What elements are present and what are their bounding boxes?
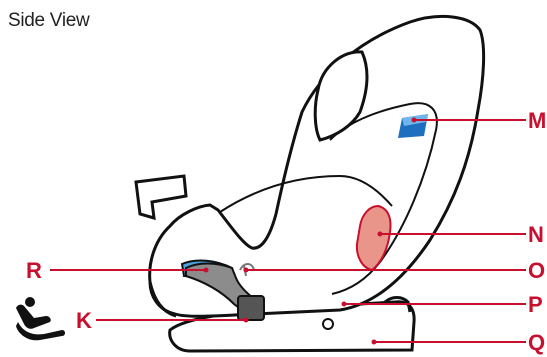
armrest-block — [136, 176, 186, 218]
callout-dot-M — [412, 118, 417, 123]
base-hole — [323, 319, 333, 329]
label-Q: Q — [528, 330, 545, 355]
callout-dot-R — [204, 268, 209, 273]
callout-dot-P — [342, 302, 347, 307]
label-P: P — [528, 292, 543, 317]
lower-anchor-buckle — [238, 296, 264, 320]
label-N: N — [528, 222, 544, 247]
label-K: K — [76, 308, 92, 333]
callout-dot-K — [244, 318, 249, 323]
label-M: M — [528, 108, 546, 133]
callout-dot-O — [244, 268, 249, 273]
callout-dot-Q — [372, 340, 377, 345]
child-seat-installation-icon — [16, 297, 65, 340]
label-O: O — [528, 258, 545, 283]
callout-dot-N — [378, 232, 383, 237]
label-R: R — [26, 258, 42, 283]
